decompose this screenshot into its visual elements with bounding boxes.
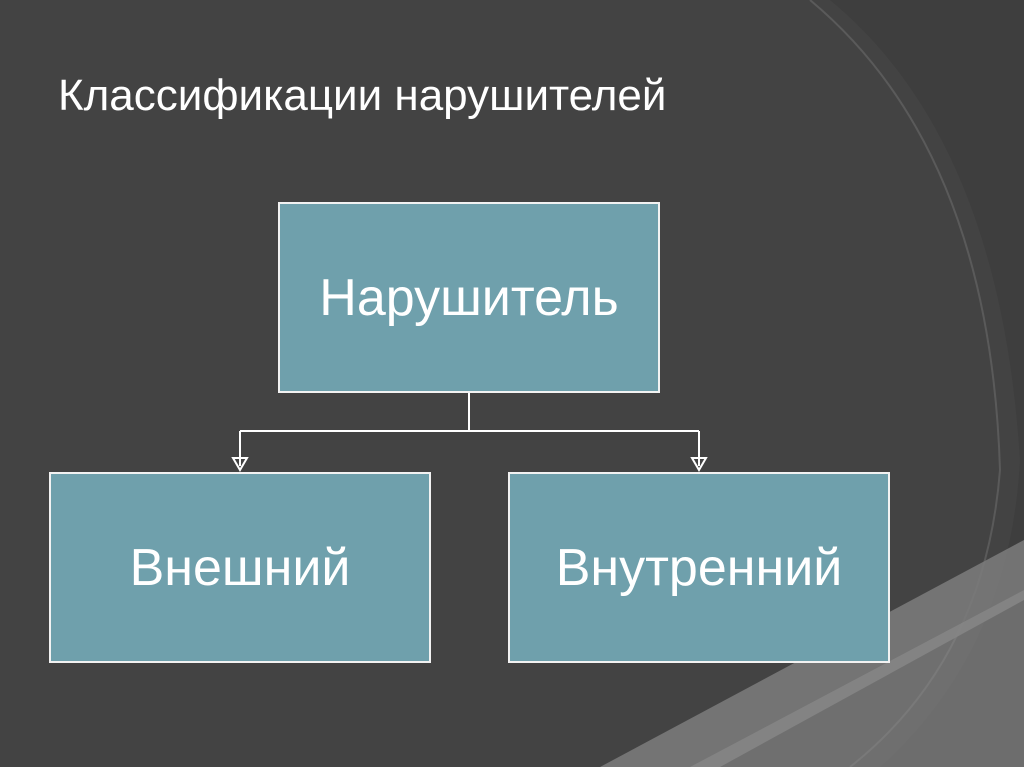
node-violator-label: Нарушитель bbox=[319, 268, 619, 327]
node-external: Внешний bbox=[49, 472, 431, 663]
node-internal-label: Внутренний bbox=[555, 538, 843, 597]
node-violator: Нарушитель bbox=[278, 202, 660, 393]
slide-title: Классификации нарушителей bbox=[58, 71, 667, 120]
node-internal: Внутренний bbox=[508, 472, 890, 663]
background-band-light bbox=[690, 590, 1024, 767]
node-external-label: Внешний bbox=[129, 538, 351, 597]
